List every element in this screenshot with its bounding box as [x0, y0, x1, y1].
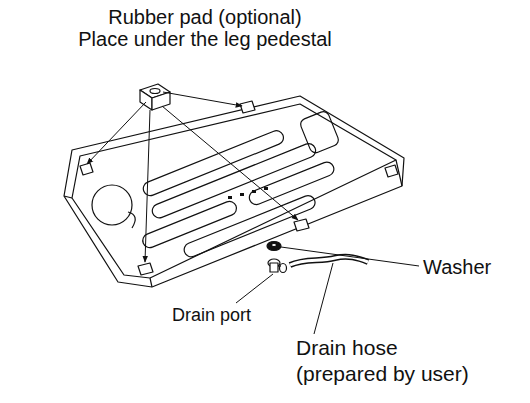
drain-hose-core — [290, 257, 368, 265]
heading-label: Rubber pad (optional) — [108, 6, 301, 28]
part-note: (prepared by user) — [296, 362, 469, 385]
drain-boss — [92, 185, 132, 225]
base-plate — [64, 96, 404, 287]
pad-leaders — [87, 92, 298, 262]
washer — [267, 242, 281, 251]
drain-hose-leader — [314, 263, 333, 334]
drain-hose — [290, 257, 368, 265]
drain-port-leader — [236, 274, 273, 303]
center-marks — [228, 187, 268, 199]
part-label: Drain hose — [296, 336, 398, 359]
part-label: Washer — [423, 256, 491, 278]
rubber-pad — [140, 84, 170, 110]
plate-rim — [72, 104, 396, 278]
washer-leader — [281, 247, 419, 266]
part-label: Drain port — [172, 306, 251, 326]
drain-port — [268, 259, 287, 273]
boss-channel — [128, 212, 135, 228]
plate-ribs — [123, 110, 359, 272]
plate-edge — [64, 160, 402, 287]
leg-pedestals — [80, 101, 398, 275]
note-label: Place under the leg pedestal — [78, 28, 332, 50]
